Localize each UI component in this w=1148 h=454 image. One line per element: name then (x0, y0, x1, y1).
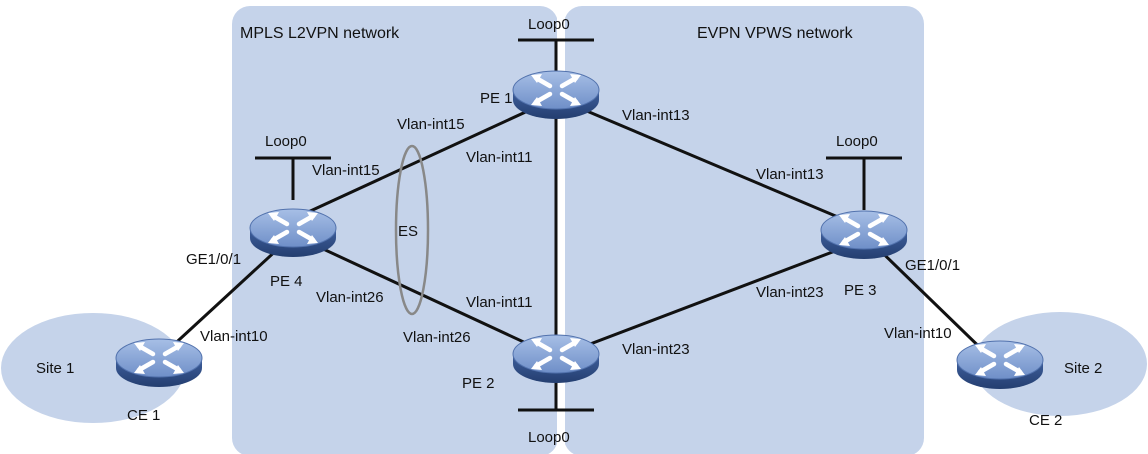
pe1-to-pe3-if-label: Vlan-int13 (622, 107, 690, 124)
mpls-l2vpn-title: MPLS L2VPN network (240, 25, 400, 42)
ce1-vlan-if-label: Vlan-int10 (200, 328, 268, 345)
evpn-vpws-title: EVPN VPWS network (697, 25, 854, 42)
pe4-loopback-label: Loop0 (265, 133, 307, 150)
pe3-ge-if-label: GE1/0/1 (905, 257, 960, 274)
loopback-pe3 (826, 156, 902, 210)
evpn-vpws-area (564, 6, 924, 454)
pe4-to-pe2-if-label: Vlan-int26 (316, 289, 384, 306)
pe3-to-pe1-if-label: Vlan-int13 (756, 166, 824, 183)
ce1-router-icon (116, 339, 202, 387)
site-1-cloud (1, 313, 185, 423)
pe3-label: PE 3 (844, 282, 877, 299)
link-pe3-ce2 (862, 233, 999, 366)
pe2-router-icon (513, 335, 599, 383)
pe4-label: PE 4 (270, 273, 303, 290)
site-1-label: Site 1 (36, 360, 74, 377)
es-ellipse (394, 144, 430, 316)
pe2-label: PE 2 (462, 375, 495, 392)
area-divider (557, 6, 565, 454)
pe3-router-icon (821, 211, 907, 259)
link-pe2-pe3 (555, 238, 865, 359)
pe4-to-pe1-if-label: Vlan-int15 (312, 162, 380, 179)
ce2-vlan-if-label: Vlan-int10 (884, 325, 952, 342)
loopback-pe4 (255, 156, 331, 200)
link-pe1-pe4 (292, 96, 557, 221)
pe3-loopback-label: Loop0 (836, 133, 878, 150)
ce2-router-icon (957, 341, 1043, 389)
pe1-to-pe2-if-label: Vlan-int11 (466, 149, 532, 166)
pe2-to-pe3-if-label: Vlan-int23 (622, 341, 690, 358)
link-pe1-pe3 (555, 96, 865, 230)
pe1-loopback-label: Loop0 (528, 16, 570, 33)
pe1-label: PE 1 (480, 90, 513, 107)
pe1-router-icon (513, 71, 599, 119)
pe3-to-pe2-if-label: Vlan-int23 (756, 284, 824, 301)
pe2-to-pe1-if-label: Vlan-int11 (466, 294, 532, 311)
es-label: ES (398, 223, 418, 240)
pe1-to-pe4-if-label: Vlan-int15 (397, 116, 465, 133)
pe4-ge-if-label: GE1/0/1 (186, 251, 241, 268)
pe4-router-icon (250, 209, 336, 257)
site-2-cloud (973, 312, 1147, 416)
ce2-label: CE 2 (1029, 412, 1062, 429)
ce1-label: CE 1 (127, 407, 160, 424)
pe2-to-pe4-if-label: Vlan-int26 (403, 329, 471, 346)
link-pe4-pe2 (292, 233, 557, 359)
pe2-loopback-label: Loop0 (528, 429, 570, 446)
site-2-label: Site 2 (1064, 360, 1102, 377)
